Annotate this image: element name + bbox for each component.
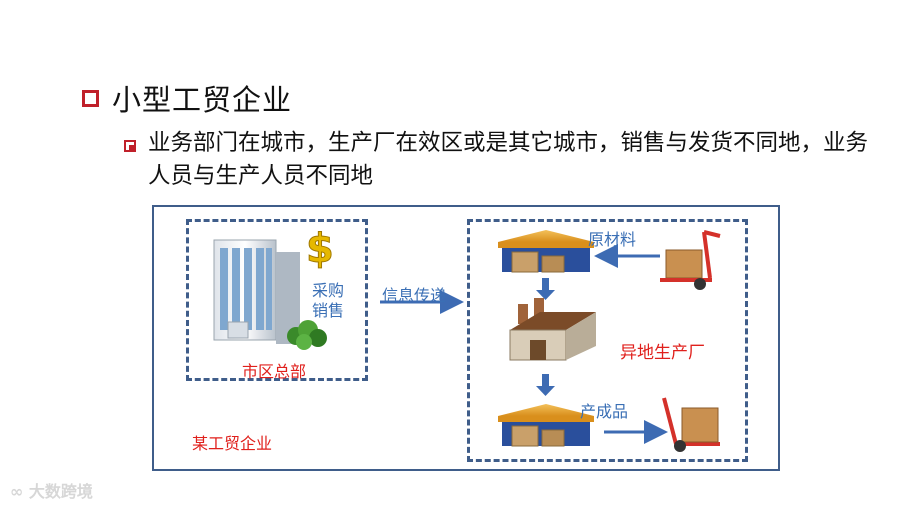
factory-label: 异地生产厂 — [620, 343, 705, 363]
office-building-icon — [213, 239, 300, 344]
company-frame — [152, 205, 780, 471]
watermark-text: 大数跨境 — [28, 482, 93, 501]
product-label: 产成品 — [580, 402, 629, 421]
hq-label: 市区总部 — [242, 362, 307, 381]
shrub-icon — [287, 320, 327, 350]
hand-truck-product-icon — [662, 397, 720, 452]
watermark: ∞ 大数跨境 — [10, 478, 93, 502]
finished-goods-warehouse-icon — [498, 404, 594, 447]
factory-dashed-box — [467, 219, 748, 462]
hand-truck-raw-material-icon — [660, 230, 721, 290]
hq-function-purchase: 采购 — [312, 281, 345, 300]
factory-icon — [509, 298, 596, 361]
watermark-logo-icon: ∞ — [10, 482, 24, 501]
down-arrow-icon — [536, 278, 555, 300]
raw-material-label: 原材料 — [588, 230, 637, 249]
hq-dashed-box — [186, 219, 368, 381]
svg-text:$: $ — [306, 226, 334, 272]
raw-material-warehouse-icon — [498, 230, 594, 273]
hq-function-sales: 销售 — [312, 301, 345, 320]
down-arrow-icon — [536, 374, 555, 396]
title-bullet-icon — [82, 90, 99, 107]
dollar-sign-icon: $ — [306, 226, 335, 273]
company-label: 某工贸企业 — [192, 434, 273, 453]
slide-title: 小型工贸企业 — [112, 83, 293, 117]
slide-subtitle: 业务部门在城市，生产厂在效区或是其它城市，销售与发货不同地，业务人员与生产人员不… — [148, 130, 869, 189]
info-transfer-label: 信息传递 — [382, 286, 447, 305]
subtitle-bullet-icon — [124, 140, 136, 152]
